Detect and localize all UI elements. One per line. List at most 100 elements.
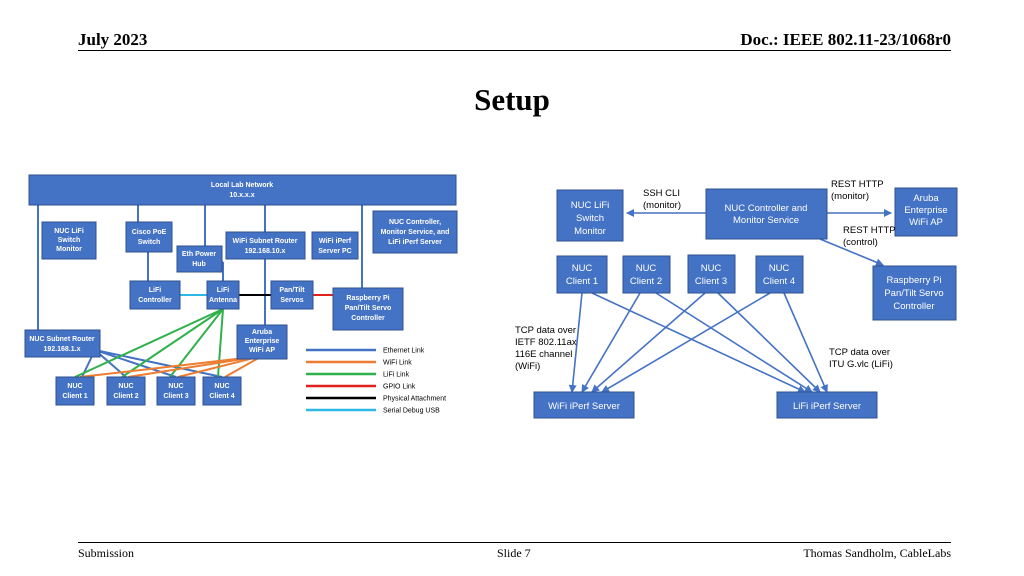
footer-rule xyxy=(78,542,951,543)
node-line: NUC Controller and xyxy=(725,203,808,214)
legend-label: GPIO Link xyxy=(383,384,416,391)
node-line: WiFi iPerf Server xyxy=(548,401,620,412)
label-line: (monitor) xyxy=(643,200,681,211)
node-line: Client 3 xyxy=(163,393,188,400)
node-client-4: NUC Client 4 xyxy=(202,376,242,406)
node-line: Raspberry Pi xyxy=(346,295,389,302)
node-nuc-controller: NUC Controller and Monitor Service xyxy=(705,188,828,240)
node-client-3: NUC Client 3 xyxy=(156,376,196,406)
label-line: TCP data over xyxy=(515,325,576,336)
label-line: (control) xyxy=(843,237,878,248)
node-local-lab-network: Local Lab Network 10.x.x.x xyxy=(28,174,457,206)
label-line: SSH CLI xyxy=(643,188,680,199)
legend-label: Physical Attachment xyxy=(383,396,446,403)
node-aruba-wifi-ap: Aruba Enterprise WiFi AP xyxy=(894,187,958,237)
node-line: Enterprise xyxy=(245,338,280,345)
label-line: (WiFi) xyxy=(515,361,540,372)
data-flow-arrows xyxy=(568,284,828,393)
node-client-1: NUC Client 1 xyxy=(55,376,95,406)
legend-gpio-link: GPIO Link xyxy=(306,384,416,391)
label-line: 116E channel xyxy=(515,349,572,360)
node-cisco-poe-switch: Cisco PoE Switch xyxy=(125,221,173,253)
node-line: NUC xyxy=(769,263,790,274)
node-line: NUC Subnet Router xyxy=(29,336,95,343)
node-line: NUC xyxy=(214,383,229,390)
node-line: Monitor Service xyxy=(733,215,799,226)
node-lifi-iperf-server: LiFi iPerf Server xyxy=(776,391,878,419)
node-line: Server PC xyxy=(318,248,351,255)
label-line: TCP data over xyxy=(829,347,890,358)
node-nuc-controller: NUC Controller, Monitor Service, and LiF… xyxy=(372,210,458,254)
node-nuc-subnet-router: NUC Subnet Router 192.168.1.x xyxy=(24,329,101,358)
node-line: LiFi iPerf Server xyxy=(793,401,861,412)
right-diagram: NUC LiFi Switch Monitor NUC Controller a… xyxy=(515,179,958,419)
node-line: Raspberry Pi xyxy=(887,275,942,286)
node-line: NUC Controller, xyxy=(389,219,441,226)
node-line: WiFi Subnet Router xyxy=(233,238,298,245)
node-line: NUC xyxy=(118,383,133,390)
node-eth-power-hub: Eth Power Hub xyxy=(176,245,223,273)
node-pan-tilt-servos: Pan/Tilt Servos xyxy=(270,280,314,310)
node-line: Cisco PoE xyxy=(132,229,167,236)
node-line: Aruba xyxy=(913,193,939,204)
node-nuc-lifi-switch-monitor: NUC LiFi Switch Monitor xyxy=(41,221,97,260)
node-line: Switch xyxy=(576,213,604,224)
legend-label: Serial Debug USB xyxy=(383,408,440,415)
label-rest-monitor: REST HTTP (monitor) xyxy=(831,179,884,202)
node-client-2: NUC Client 2 xyxy=(106,376,146,406)
right-labels: SSH CLI (monitor) REST HTTP (monitor) RE… xyxy=(515,179,896,372)
node-line: NUC xyxy=(636,263,657,274)
node-line: Client 4 xyxy=(763,276,795,287)
node-line: Controller xyxy=(893,301,934,312)
legend-serial-debug-usb: Serial Debug USB xyxy=(306,408,440,415)
node-line: Client 1 xyxy=(62,393,87,400)
node-line: Client 2 xyxy=(113,393,138,400)
node-line: WiFi AP xyxy=(249,347,275,354)
node-line: LiFi iPerf Server xyxy=(388,239,442,246)
node-wifi-iperf-server-pc: WiFi iPerf Server PC xyxy=(311,231,359,260)
node-line: Client 4 xyxy=(209,393,234,400)
node-client-3: NUC Client 3 xyxy=(687,254,736,294)
right-arrows xyxy=(568,209,892,393)
header-date: July 2023 xyxy=(78,30,148,49)
node-client-1: NUC Client 1 xyxy=(556,255,608,294)
node-line: Pan/Tilt xyxy=(279,287,305,294)
node-line: 10.x.x.x xyxy=(229,192,254,199)
label-tcp-lifi: TCP data over ITU G.vlc (LiFi) xyxy=(829,347,893,370)
node-line: Enterprise xyxy=(904,205,947,216)
footer-submission: Submission xyxy=(78,546,135,560)
node-line: Local Lab Network xyxy=(211,182,273,189)
node-line: NUC xyxy=(67,383,82,390)
node-line: Client 3 xyxy=(695,276,727,287)
label-line: ITU G.vlc (LiFi) xyxy=(829,359,893,370)
legend-label: Ethernet Link xyxy=(383,348,425,355)
footer-slide-number: Slide 7 xyxy=(497,546,531,560)
node-line: Monitor xyxy=(574,226,606,237)
node-lifi-controller: LiFi Controller xyxy=(129,280,181,310)
node-raspberry-pi: Raspberry Pi Pan/Tilt Servo Controller xyxy=(332,287,404,331)
node-line: NUC xyxy=(572,263,593,274)
legend-ethernet-link: Ethernet Link xyxy=(306,348,425,355)
left-nodes: Local Lab Network 10.x.x.x NUC LiFi Swit… xyxy=(24,174,458,406)
label-line: REST HTTP xyxy=(843,225,896,236)
node-line: WiFi iPerf xyxy=(319,238,352,245)
legend-label: LiFi Link xyxy=(383,372,410,379)
label-line: IETF 802.11ax xyxy=(515,337,577,348)
node-line: 192.168.10.x xyxy=(245,248,286,255)
label-rest-control: REST HTTP (control) xyxy=(843,225,896,248)
node-client-2: NUC Client 2 xyxy=(622,255,671,294)
node-line: Pan/Tilt Servo xyxy=(345,305,392,312)
node-line: Controller xyxy=(138,297,172,304)
left-diagram: Local Lab Network 10.x.x.x NUC LiFi Swit… xyxy=(24,174,458,415)
legend-wifi-link: WiFi Link xyxy=(306,360,412,367)
left-legend: Ethernet Link WiFi Link LiFi Link GPIO L… xyxy=(306,348,446,415)
legend-physical-attachment: Physical Attachment xyxy=(306,396,446,403)
legend-label: WiFi Link xyxy=(383,360,412,367)
label-line: (monitor) xyxy=(831,191,869,202)
node-line: Switch xyxy=(138,239,161,246)
node-line: Monitor xyxy=(56,246,82,253)
node-line: Controller xyxy=(351,315,385,322)
node-line: NUC LiFi xyxy=(54,228,84,235)
node-line: NUC LiFi xyxy=(571,200,610,211)
label-ssh-cli: SSH CLI (monitor) xyxy=(643,188,681,211)
